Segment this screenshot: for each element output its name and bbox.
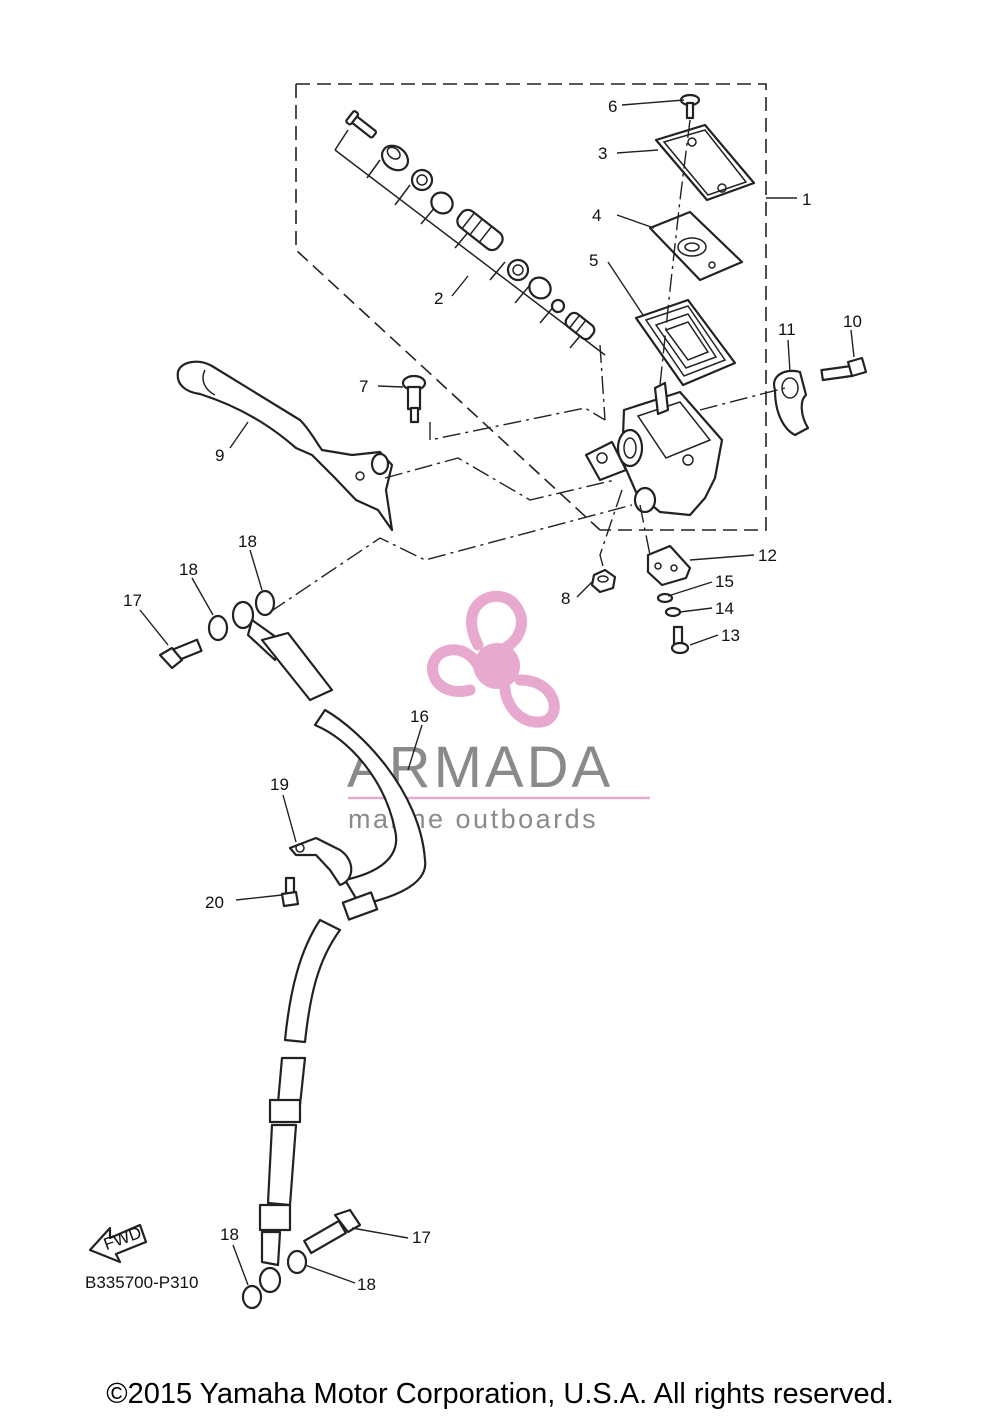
lever-nut — [590, 568, 617, 594]
callout-2: 2 — [434, 289, 443, 308]
hose-guide — [288, 836, 353, 887]
watermark-subtitle: marine outboards — [348, 804, 598, 834]
copper-washer-1 — [207, 614, 229, 642]
holder-bolt — [820, 356, 868, 382]
callout-19: 19 — [270, 775, 289, 794]
callout-12: 12 — [758, 546, 777, 565]
callout-16: 16 — [410, 707, 429, 726]
union-bolt-upper — [158, 638, 203, 670]
callout-13: 13 — [721, 626, 740, 645]
callout-labels: 1 2 3 4 5 6 7 8 9 10 11 12 13 14 15 16 1… — [123, 97, 862, 1294]
leader-lines — [139, 99, 855, 1286]
fwd-arrow-icon: FWD — [88, 1223, 148, 1264]
callout-18-upper-left: 18 — [179, 560, 198, 579]
assembly-boundary — [295, 83, 767, 531]
cap-centerline — [659, 119, 691, 386]
callout-10: 10 — [843, 312, 862, 331]
callout-18-lower-left: 18 — [220, 1225, 239, 1244]
copper-washer-2 — [254, 589, 276, 617]
callout-9: 9 — [215, 446, 224, 465]
copper-washer-3 — [241, 1284, 263, 1310]
callout-1: 1 — [802, 190, 811, 209]
callout-18-lower-right: 18 — [357, 1275, 376, 1294]
callout-11: 11 — [778, 320, 796, 339]
callout-18-upper-right: 18 — [238, 532, 257, 551]
callout-7: 7 — [359, 377, 368, 396]
callout-15: 15 — [715, 572, 734, 591]
switch-screw — [670, 625, 690, 655]
union-bolt-lower — [303, 1208, 362, 1255]
brake-lever — [176, 360, 394, 532]
callout-8: 8 — [561, 589, 570, 608]
diaphragm-plate — [648, 210, 744, 282]
reservoir-cap — [654, 123, 756, 202]
cap-screw — [679, 93, 701, 120]
pivot-bolt — [401, 374, 427, 424]
propeller-hub-icon — [474, 643, 520, 689]
callout-3: 3 — [598, 144, 607, 163]
brake-hose — [231, 600, 427, 1294]
copper-washer-4 — [286, 1249, 308, 1275]
callout-17-lower: 17 — [412, 1228, 431, 1247]
diaphragm — [634, 298, 737, 387]
handlebar-holder — [772, 369, 810, 437]
callout-14: 14 — [715, 599, 734, 618]
copyright-notice: ©2015 Yamaha Motor Corporation, U.S.A. A… — [106, 1378, 894, 1410]
callout-6: 6 — [608, 97, 617, 116]
callout-20: 20 — [205, 893, 224, 912]
callout-5: 5 — [589, 251, 598, 270]
washer-14 — [664, 606, 682, 618]
master-cylinder-body — [584, 381, 724, 517]
guide-bolt — [280, 876, 300, 908]
propeller-logo-icon — [427, 590, 560, 728]
callout-17-upper: 17 — [123, 591, 142, 610]
callout-4: 4 — [592, 206, 601, 225]
brake-switch — [646, 544, 692, 587]
diagram-reference: B335700-P310 — [85, 1273, 198, 1292]
piston-kit — [334, 110, 606, 421]
